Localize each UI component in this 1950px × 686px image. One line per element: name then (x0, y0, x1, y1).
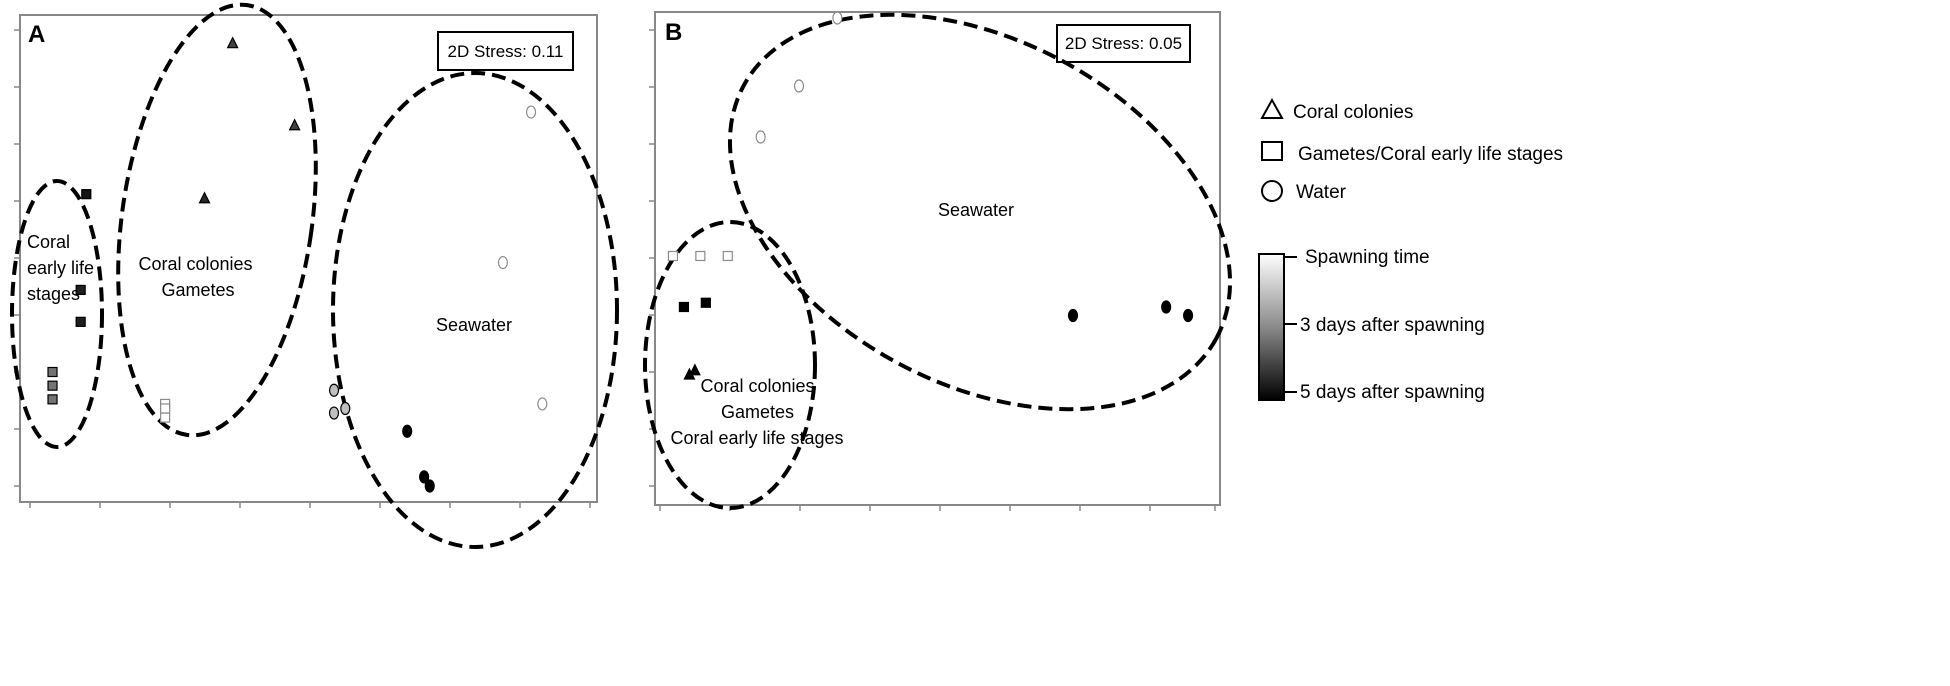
legend-item-coral-colonies: Coral colonies (1260, 97, 1413, 123)
square-icon (1261, 141, 1283, 161)
panel-a-point-square (81, 189, 92, 200)
panel-a-group-label-early-life: Coral early life stages (27, 232, 99, 304)
panel-b-point-circle (755, 130, 766, 144)
panel-a-point-square (75, 316, 86, 327)
panel-b: B 2D Stress: 0.05 Seawater Coral colonie… (643, 11, 1233, 511)
panel-a-point-circle (424, 479, 435, 493)
panel-a-point-circle (340, 401, 351, 416)
panel-a-points (47, 36, 548, 493)
panel-a-point-circle (328, 406, 340, 420)
panel-b-group-label-seawater: Seawater (938, 200, 1014, 220)
panel-a-stress-label: 2D Stress: 0.11 (448, 42, 564, 61)
panel-b-group-ellipse-seawater (727, 12, 1233, 412)
panel-a-point-square (160, 403, 171, 414)
panel-a-point-square (47, 394, 58, 405)
panel-a-point-circle (525, 105, 537, 119)
panel-b-point-square (700, 297, 711, 308)
panel-a: A 2D Stress: 0.11 Coral early life stage… (10, 2, 619, 549)
spawning-time-color-bar (1258, 253, 1285, 401)
panel-a-left-ticks (14, 29, 20, 487)
triangle-icon (1260, 97, 1284, 119)
legend-label: Gametes/Coral early life stages (1298, 144, 1563, 165)
legend-label: Water (1296, 182, 1347, 203)
panel-b-label: B (665, 19, 682, 46)
panel-b-group-label-colonies: Coral colonies Gametes Coral early life … (670, 376, 843, 448)
legend-item-gametes: Gametes/Coral early life stages (1261, 141, 1563, 165)
panel-b-bottom-ticks (659, 505, 1216, 511)
color-bar-label-spawning-time: Spawning time (1305, 247, 1430, 268)
panel-b-point-square (667, 250, 679, 262)
panel-a-group-label-seawater: Seawater (436, 315, 512, 335)
panel-a-point-triangle (198, 191, 211, 204)
panel-b-point-circle (1067, 308, 1079, 323)
panel-a-point-circle (419, 470, 430, 484)
panel-a-point-square (47, 366, 58, 378)
legend-item-water: Water (1261, 180, 1347, 203)
panel-b-point-circle (832, 11, 843, 25)
panel-b-point-circle (1182, 308, 1194, 323)
panel-a-label: A (28, 21, 45, 48)
panel-a-point-triangle (226, 36, 239, 49)
panel-a-point-circle (537, 397, 548, 411)
panel-a-point-square (75, 284, 86, 296)
panel-b-point-square (695, 250, 706, 262)
panel-a-point-circle (402, 424, 413, 438)
panel-b-points (667, 11, 1194, 380)
legend-label: Coral colonies (1293, 102, 1413, 123)
panel-a-group-ellipse-early-life (10, 179, 104, 449)
panel-b-stress-label: 2D Stress: 0.05 (1065, 34, 1182, 53)
color-bar-label-5-days: 5 days after spawning (1300, 382, 1485, 403)
color-bar-label-3-days: 3 days after spawning (1300, 315, 1485, 336)
panel-a-group-ellipse-seawater (331, 71, 619, 549)
panel-a-point-triangle (288, 118, 301, 131)
panel-a-group-ellipse-colonies-gametes (116, 2, 318, 438)
panel-b-stress-box (1056, 24, 1191, 63)
panel-b-point-circle (1161, 300, 1172, 314)
panel-a-point-circle (497, 255, 509, 270)
panel-b-point-triangle (688, 363, 701, 376)
panel-a-bottom-ticks (29, 502, 591, 508)
panel-b-point-triangle (683, 367, 696, 380)
panel-a-stress-box (437, 31, 574, 71)
panel-a-point-square (160, 412, 171, 423)
panel-b-point-square (722, 250, 733, 262)
panel-a-point-circle (328, 383, 340, 397)
circle-icon (1261, 180, 1283, 202)
panel-a-group-label-colonies-gametes: Coral colonies Gametes (138, 254, 257, 300)
panel-b-point-square (678, 301, 690, 313)
panel-b-point-circle (793, 79, 805, 93)
panel-a-point-square (47, 380, 58, 391)
panel-b-group-ellipse-colonies (643, 220, 817, 510)
color-bar-ticks (1284, 256, 1297, 393)
legend: Coral colonies Gametes/Coral early life … (1258, 97, 1563, 403)
